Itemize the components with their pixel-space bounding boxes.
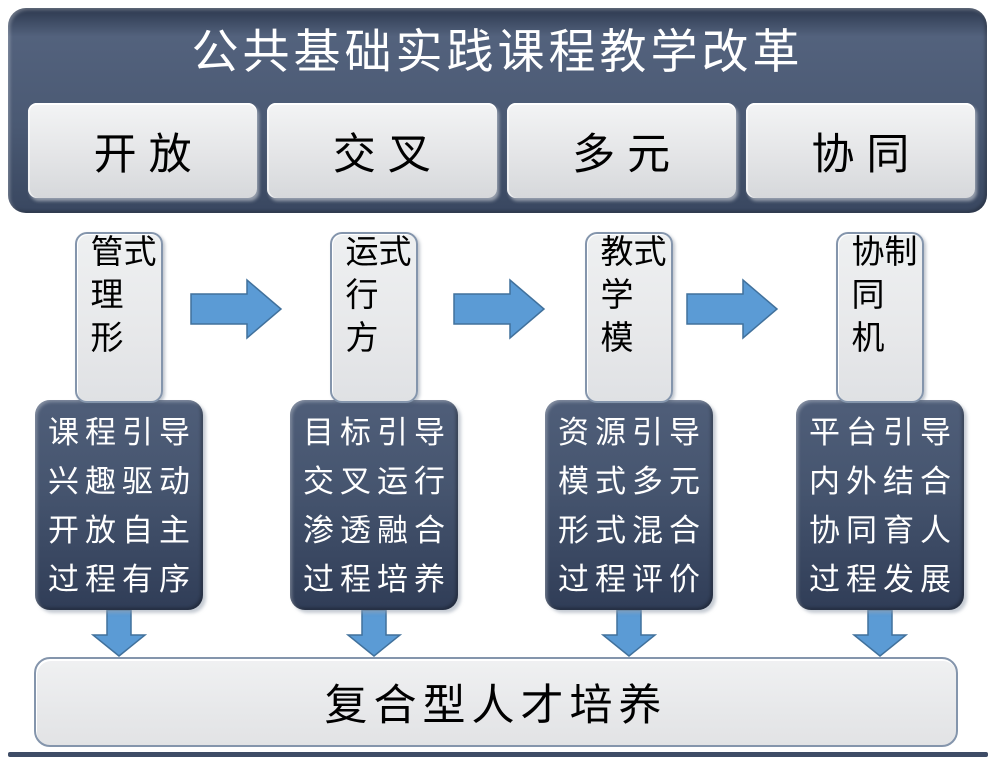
stage-label-text: 管理形式	[85, 234, 154, 363]
right-arrow-icon	[686, 278, 779, 340]
stage-label-text: 教学模式	[595, 234, 664, 363]
pillar-label: 交叉	[332, 131, 443, 179]
content-box-teaching: 资源引导 模式多元 形式混合 过程评价	[545, 400, 713, 610]
content-box-collaboration: 平台引导 内外结合 协同育人 过程发展	[796, 400, 964, 610]
pillar-box-cross: 交叉	[267, 103, 497, 198]
content-line: 开放自主	[48, 513, 196, 548]
pillar-box-collaborative: 协同	[745, 103, 975, 198]
content-line: 模式多元	[558, 464, 706, 499]
stage-label-collaboration-mechanism: 协同机制	[836, 232, 924, 403]
outcome-label: 复合型人才培养	[324, 683, 668, 730]
down-arrow-icon	[852, 609, 908, 657]
pillar-box-open: 开放	[28, 103, 258, 198]
pillar-label: 协同	[811, 131, 922, 179]
stage-label-text: 协同机制	[846, 234, 915, 363]
down-arrow-icon	[346, 609, 402, 657]
right-arrow-icon	[453, 278, 546, 340]
outcome-bar: 复合型人才培养	[34, 657, 958, 747]
stage-label-operation-mode: 运行方式	[330, 232, 418, 403]
content-line: 兴趣驱动	[48, 464, 196, 499]
down-arrow-icon	[91, 609, 147, 657]
content-line: 形式混合	[558, 513, 706, 548]
content-line: 过程有序	[48, 562, 196, 597]
content-box-operation: 目标引导 交叉运行 渗透融合 过程培养	[290, 400, 458, 610]
content-box-management: 课程引导 兴趣驱动 开放自主 过程有序	[35, 400, 203, 610]
stage-label-text: 运行方式	[340, 234, 409, 363]
stage-label-teaching-model: 教学模式	[585, 232, 673, 403]
content-line: 过程发展	[809, 562, 957, 597]
stage-label-management-form: 管理形式	[75, 232, 163, 403]
content-line: 过程评价	[558, 562, 706, 597]
down-arrow-icon	[601, 609, 657, 657]
content-line: 资源引导	[558, 415, 706, 450]
pillar-box-diverse: 多元	[506, 103, 736, 198]
content-line: 过程培养	[303, 562, 451, 597]
right-arrow-icon	[190, 278, 283, 340]
header-panel: 公共基础实践课程教学改革 开放 交叉 多元 协同	[8, 8, 987, 213]
content-line: 平台引导	[809, 415, 957, 450]
pillar-label: 开放	[93, 131, 204, 179]
content-line: 协同育人	[809, 513, 957, 548]
content-line: 目标引导	[303, 415, 451, 450]
content-line: 渗透融合	[303, 513, 451, 548]
content-line: 内外结合	[809, 464, 957, 499]
bottom-border-rule	[8, 752, 988, 757]
pillar-label: 多元	[572, 131, 683, 179]
pillar-row: 开放 交叉 多元 协同	[28, 103, 975, 198]
content-line: 交叉运行	[303, 464, 451, 499]
diagram-title: 公共基础实践课程教学改革	[191, 27, 804, 79]
content-line: 课程引导	[48, 415, 196, 450]
